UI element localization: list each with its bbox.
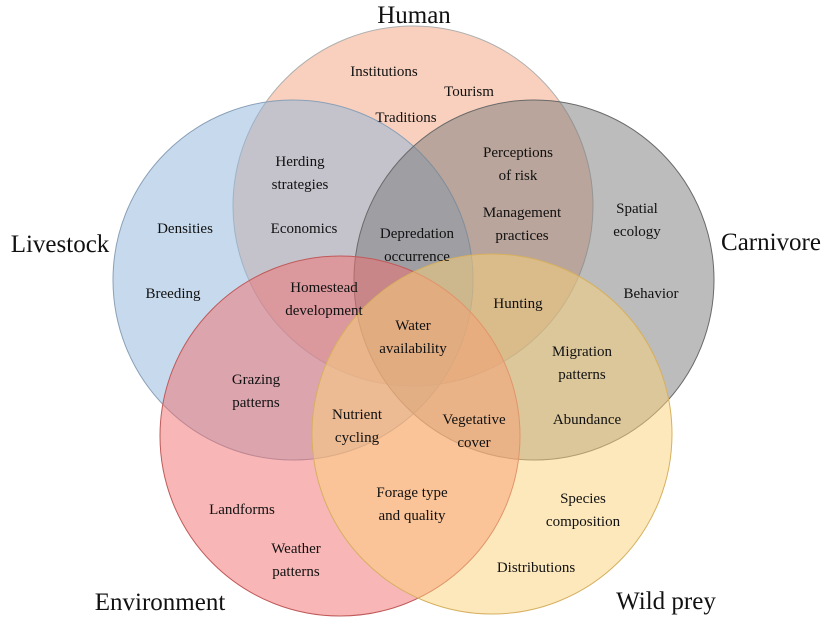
circle-wild-prey <box>311 253 673 615</box>
label-wild-prey: Wild prey <box>616 588 716 615</box>
item-institutions: Institutions <box>350 64 418 80</box>
item-densities: Densities <box>157 221 213 237</box>
item-economics: Economics <box>271 221 338 237</box>
item-distributions: Distributions <box>497 560 576 576</box>
item-traditions: Traditions <box>375 110 436 126</box>
item-hunting: Hunting <box>493 296 543 312</box>
item-tourism: Tourism <box>444 84 494 100</box>
item-abundance: Abundance <box>553 412 622 428</box>
item-breeding: Breeding <box>146 286 201 302</box>
label-livestock: Livestock <box>11 231 110 258</box>
item-landforms: Landforms <box>209 502 275 518</box>
label-carnivore: Carnivore <box>721 229 821 256</box>
label-human: Human <box>377 2 451 29</box>
label-environment: Environment <box>95 589 226 616</box>
item-behavior: Behavior <box>624 286 679 302</box>
